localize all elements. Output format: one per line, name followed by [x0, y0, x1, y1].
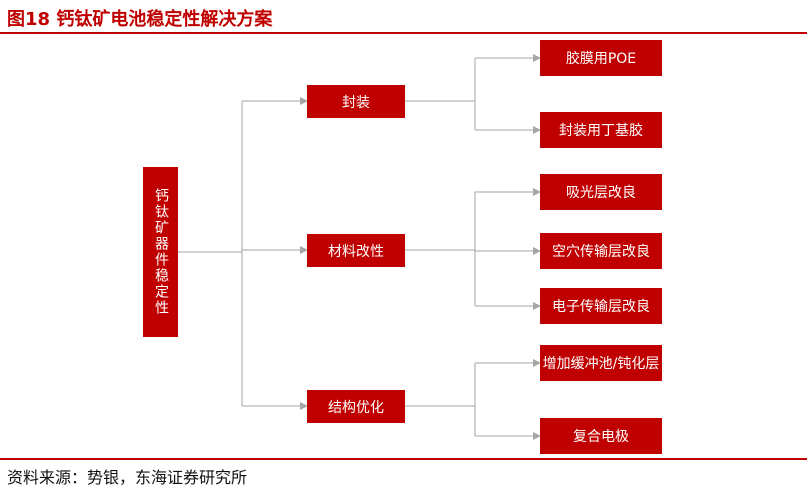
root-node-device-stability: 钙钛矿器件稳定性	[143, 167, 178, 337]
leaf-node-hole-transport-layer: 空穴传输层改良	[540, 233, 662, 269]
leaf-node-electron-transport-layer: 电子传输层改良	[540, 288, 662, 324]
leaf-node-composite-electrode: 复合电极	[540, 418, 662, 454]
branch-node-encapsulation: 封装	[307, 85, 405, 118]
leaf-node-butyl-sealant: 封装用丁基胶	[540, 112, 662, 148]
branch-node-structure-optimization: 结构优化	[307, 390, 405, 423]
leaf-node-absorber-layer: 吸光层改良	[540, 174, 662, 210]
header-rule	[0, 32, 807, 34]
figure-source: 资料来源：势银，东海证券研究所	[7, 468, 248, 487]
footer-rule	[0, 458, 807, 460]
figure-title: 图18 钙钛矿电池稳定性解决方案	[7, 9, 273, 30]
figure-header: 图18 钙钛矿电池稳定性解决方案	[0, 0, 807, 34]
leaf-node-poe-film: 胶膜用POE	[540, 40, 662, 76]
branch-node-material-modification: 材料改性	[307, 234, 405, 267]
leaf-node-buffer-passivation-layer: 增加缓冲池/钝化层	[540, 345, 662, 381]
